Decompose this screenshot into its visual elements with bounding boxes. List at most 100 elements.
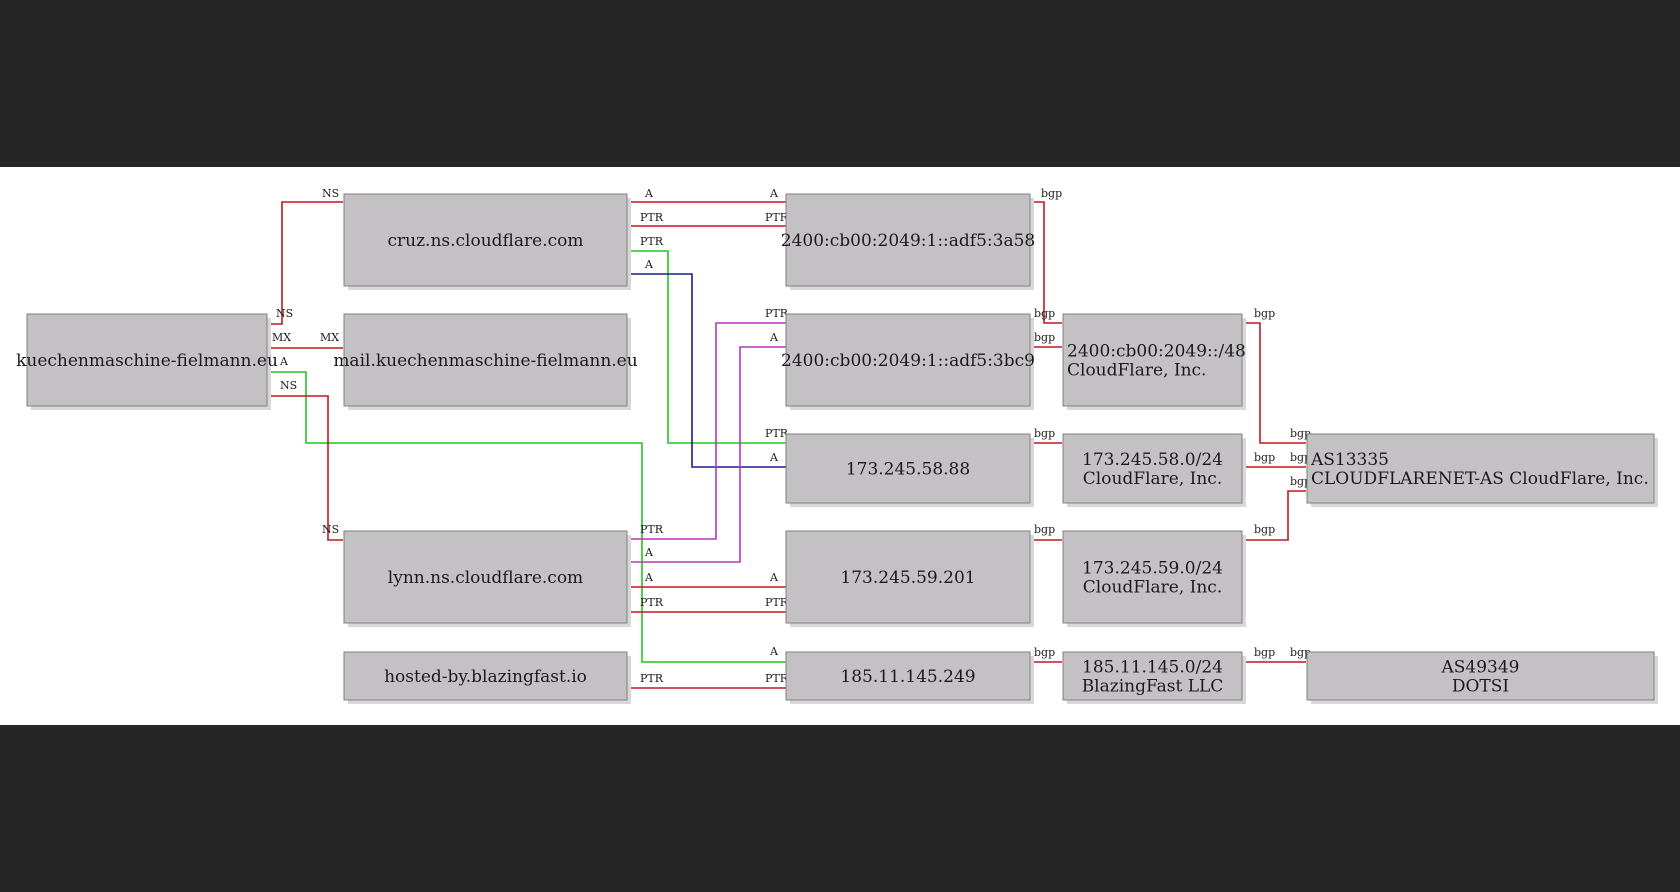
- node-box: [1306, 651, 1655, 701]
- node-label-line: BlazingFast LLC: [1082, 677, 1224, 697]
- node-box: [785, 651, 1031, 701]
- edge-label-dst: PTR: [765, 596, 789, 609]
- node-label-line: CloudFlare, Inc.: [1083, 578, 1222, 598]
- edge-ns_lynn-to-ip6_b: [628, 346, 786, 563]
- nodes-layer: kuechenmaschine-fielmann.eu cruz.ns.cloud…: [16, 193, 1658, 704]
- edge-label-dst: NS: [322, 523, 339, 536]
- node-label-line: 185.11.145.249: [840, 667, 975, 687]
- edge-label-src: bgp: [1034, 427, 1055, 440]
- node-box: [343, 530, 628, 624]
- edge-label-src: A: [279, 355, 289, 368]
- node-label-line: cruz.ns.cloudflare.com: [388, 231, 584, 251]
- node-box: [1306, 433, 1655, 504]
- edges-layer: [268, 201, 1306, 689]
- node-label-line: 173.245.59.0/24: [1082, 559, 1223, 579]
- node-ip-185[interactable]: 185.11.145.249: [785, 651, 1034, 704]
- edge-label-src: PTR: [640, 596, 664, 609]
- edge-label-dst: A: [769, 451, 779, 464]
- node-label-line: CLOUDFLARENET-AS CloudFlare, Inc.: [1311, 469, 1649, 489]
- node-box: [26, 313, 268, 407]
- edge-label-dst: MX: [320, 331, 339, 344]
- node-label-line: 185.11.145.0/24: [1082, 658, 1223, 678]
- edge-label-src: bgp: [1254, 646, 1275, 659]
- node-ip-58[interactable]: 173.245.58.88: [785, 433, 1034, 507]
- node-hosted[interactable]: hosted-by.blazingfast.io: [343, 651, 631, 704]
- node-ns-cruz[interactable]: cruz.ns.cloudflare.com: [343, 193, 631, 290]
- node-box: [1062, 313, 1243, 407]
- edge-label-src: NS: [276, 307, 293, 320]
- edge-ns_lynn-to-ip6_b: [628, 322, 786, 540]
- edge-domain-to-ns_cruz: [268, 201, 343, 325]
- edge-label-dst: bgp: [1290, 475, 1311, 488]
- edge-label-src: bgp: [1254, 523, 1275, 536]
- node-domain[interactable]: kuechenmaschine-fielmann.eu: [16, 313, 278, 410]
- node-box: [785, 530, 1031, 624]
- edge-label-src: NS: [280, 379, 297, 392]
- edge-ns_cruz-to-ip_58: [628, 273, 786, 468]
- node-ip6-a[interactable]: 2400:cb00:2049:1::adf5:3a58: [781, 193, 1035, 290]
- node-box: [1062, 530, 1243, 624]
- node-box: [785, 193, 1031, 287]
- edge-label-src: PTR: [640, 672, 664, 685]
- edge-label-src: A: [644, 546, 654, 559]
- node-ip-59[interactable]: 173.245.59.201: [785, 530, 1034, 627]
- node-label-line: 2400:cb00:2049::/48: [1067, 342, 1246, 362]
- edge-label-src: A: [644, 258, 654, 271]
- node-label-line: CloudFlare, Inc.: [1083, 469, 1222, 489]
- edge-label-dst: PTR: [765, 211, 789, 224]
- edge-net6-to-as13335: [1243, 322, 1306, 444]
- edge-ns_cruz-to-ip_58: [628, 250, 786, 444]
- edge-domain-to-ip_185: [268, 371, 786, 663]
- node-label-line: hosted-by.blazingfast.io: [384, 667, 587, 687]
- edge-label-src: PTR: [640, 235, 664, 248]
- edge-label-dst: PTR: [765, 427, 789, 440]
- edge-label-src: PTR: [640, 211, 664, 224]
- node-label-line: 2400:cb00:2049:1::adf5:3a58: [781, 231, 1035, 251]
- edge-label-src: A: [644, 571, 654, 584]
- edge-label-dst: PTR: [765, 672, 789, 685]
- edge-label-src: bgp: [1034, 331, 1055, 344]
- edge-label-src: bgp: [1034, 523, 1055, 536]
- node-label-line: AS49349: [1440, 658, 1519, 678]
- edge-label-dst: bgp: [1034, 307, 1055, 320]
- edge-label-src: A: [644, 187, 654, 200]
- node-label-line: lynn.ns.cloudflare.com: [388, 568, 583, 588]
- node-label-line: CloudFlare, Inc.: [1067, 361, 1206, 381]
- edge-label-src: bgp: [1034, 646, 1055, 659]
- edge-label-dst: A: [769, 645, 779, 658]
- edge-label-dst: bgp: [1290, 646, 1311, 659]
- node-label-line: 2400:cb00:2049:1::adf5:3bc9: [781, 351, 1035, 371]
- node-box: [343, 193, 628, 287]
- edge-label-dst: bgp: [1290, 427, 1311, 440]
- node-label-line: mail.kuechenmaschine-fielmann.eu: [333, 351, 637, 371]
- edge-label-dst: A: [769, 331, 779, 344]
- edge-label-src: MX: [272, 331, 291, 344]
- node-mail[interactable]: mail.kuechenmaschine-fielmann.eu: [333, 313, 638, 410]
- node-ns-lynn[interactable]: lynn.ns.cloudflare.com: [343, 530, 631, 627]
- node-box: [785, 433, 1031, 504]
- node-box: [1062, 433, 1243, 504]
- node-box: [1062, 651, 1243, 701]
- edge-domain-to-ns_lynn: [268, 395, 343, 541]
- edge-label-dst: A: [769, 187, 779, 200]
- edge-ip6_a-to-net6: [1031, 201, 1062, 324]
- node-label-line: 173.245.58.0/24: [1082, 450, 1223, 470]
- edge-label-src: PTR: [640, 523, 664, 536]
- node-ip6-b[interactable]: 2400:cb00:2049:1::adf5:3bc9: [781, 313, 1035, 410]
- node-box: [785, 313, 1031, 407]
- node-box: [343, 313, 628, 407]
- edge-net59-to-as13335: [1243, 490, 1306, 541]
- edge-label-src: bgp: [1254, 451, 1275, 464]
- edge-label-dst: A: [769, 571, 779, 584]
- node-label-line: kuechenmaschine-fielmann.eu: [16, 351, 278, 371]
- edge-label-src: bgp: [1041, 187, 1062, 200]
